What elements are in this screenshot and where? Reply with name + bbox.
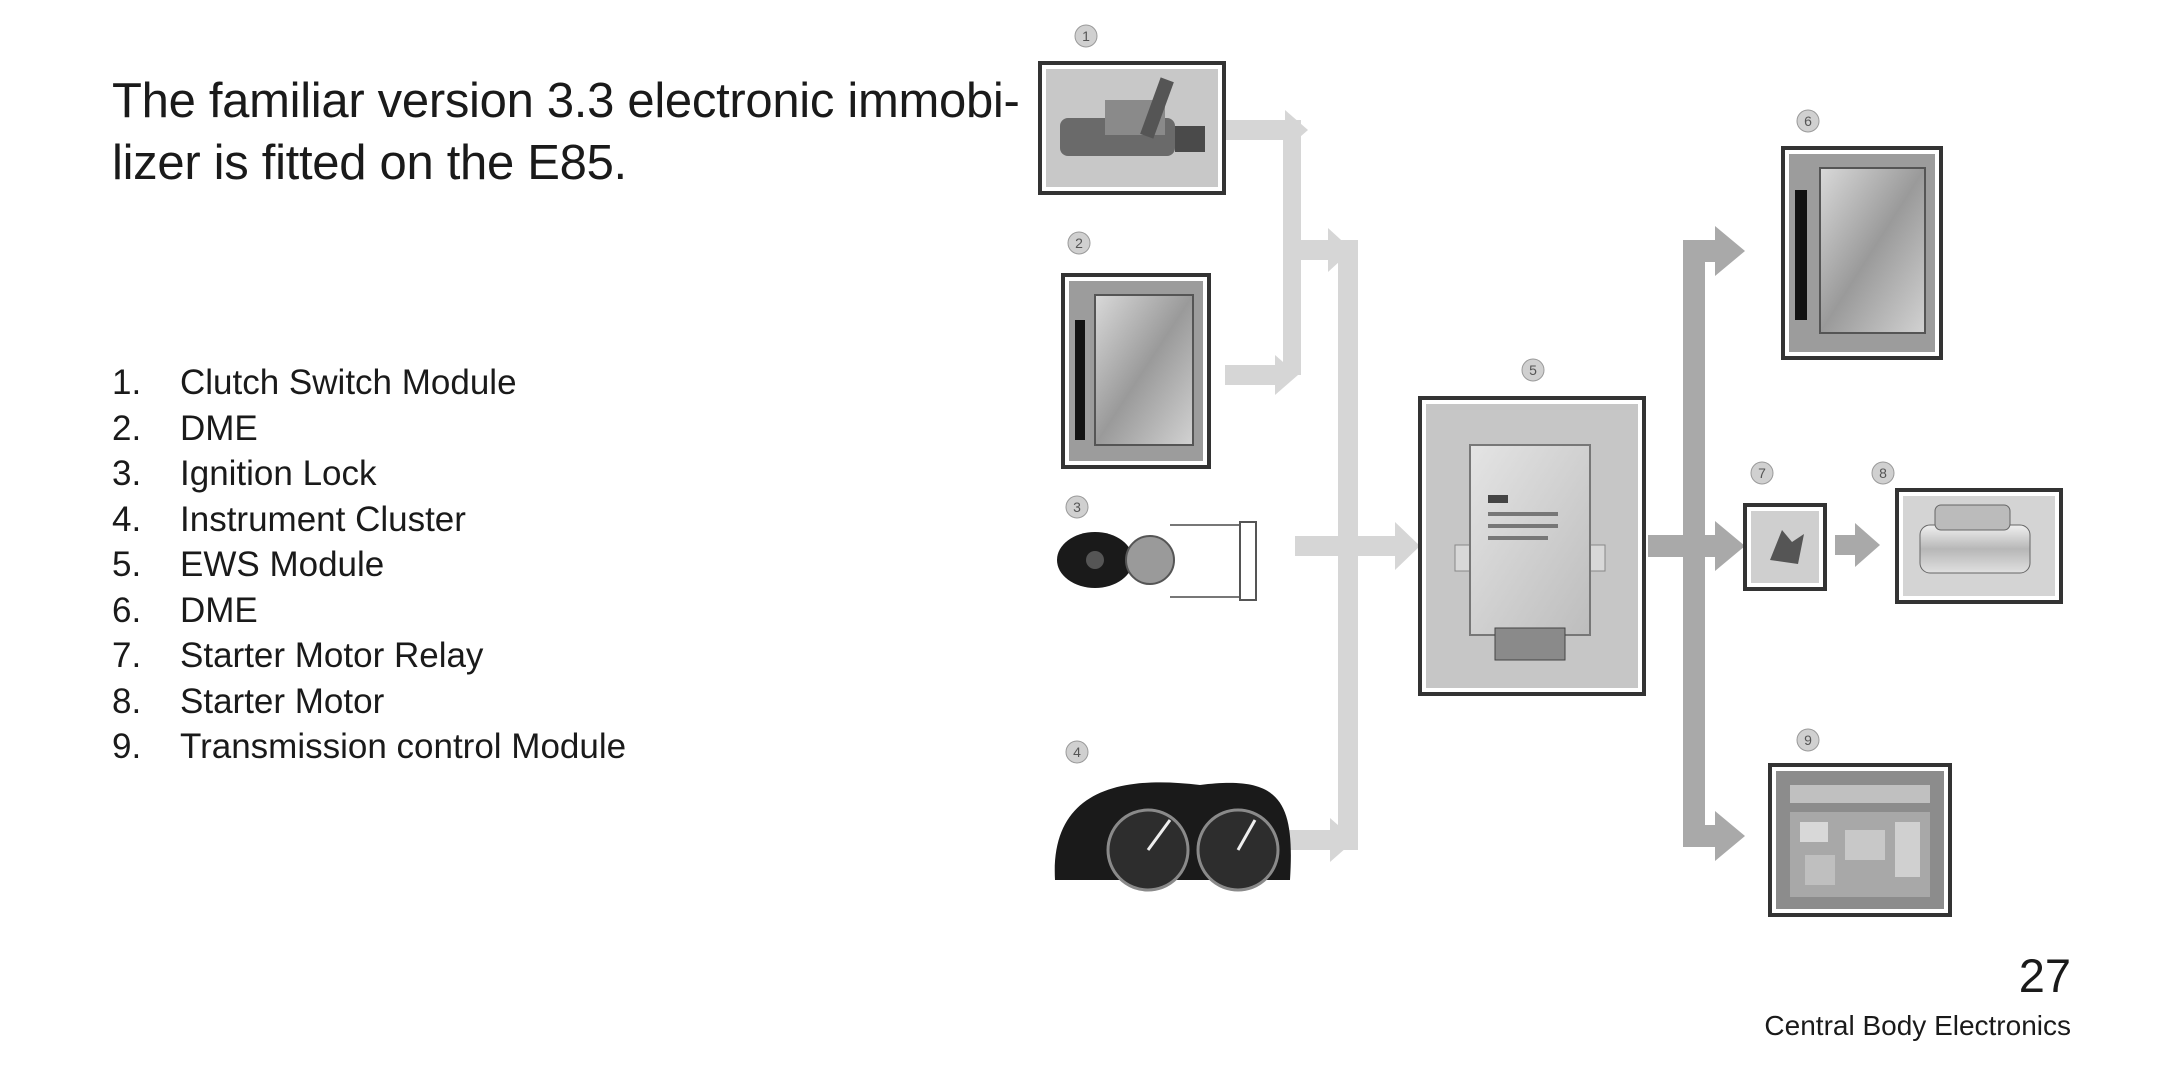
legend-item: 5. EWS Module — [112, 542, 626, 588]
legend-label: Ignition Lock — [180, 454, 377, 493]
badge-5: 5 — [1521, 358, 1545, 382]
legend-label: Clutch Switch Module — [180, 363, 517, 402]
badge-2-label: 2 — [1075, 235, 1083, 251]
legend-label: Transmission control Module — [180, 727, 627, 766]
dme-output-module-image — [1781, 146, 1943, 360]
legend-number: 9. — [112, 727, 142, 766]
badge-7: 7 — [1750, 461, 1774, 485]
output-arrows — [1648, 226, 1880, 861]
badge-1: 1 — [1074, 24, 1098, 48]
legend-number: 8. — [112, 681, 142, 721]
input-arrows — [1225, 110, 1420, 862]
badge-3-label: 3 — [1073, 499, 1081, 515]
starter-motor-image — [1895, 488, 2063, 604]
number-badges: 1 2 3 4 5 6 7 8 9 — [1065, 24, 1895, 764]
legend-item: 4. Instrument Cluster — [112, 497, 626, 543]
badge-9: 9 — [1796, 728, 1820, 752]
legend-number: 2. — [112, 408, 142, 448]
badge-1-label: 1 — [1082, 28, 1090, 44]
badge-3: 3 — [1065, 495, 1089, 519]
legend-label: Starter Motor Relay — [180, 636, 484, 675]
badge-2: 2 — [1067, 231, 1091, 255]
clutch-switch-module-image — [1038, 61, 1226, 195]
legend-number: 5. — [112, 545, 142, 584]
legend-item: 7. Starter Motor Relay — [112, 633, 626, 679]
badge-8-label: 8 — [1879, 465, 1887, 481]
badge-6-label: 6 — [1804, 113, 1812, 129]
ignition-lock-image — [1057, 521, 1257, 601]
legend-label: EWS Module — [180, 545, 385, 584]
instrument-cluster-image — [1054, 782, 1291, 892]
legend-label: DME — [180, 408, 258, 448]
legend-label: Instrument Cluster — [180, 499, 466, 539]
badge-9-label: 9 — [1804, 732, 1812, 748]
legend-item: 8. Starter Motor — [112, 679, 626, 725]
badge-7-label: 7 — [1758, 465, 1766, 481]
legend-item: 3. Ignition Lock — [112, 451, 626, 497]
legend-number: 1. — [112, 363, 142, 402]
legend-item: 9. Transmission control Module — [112, 724, 626, 770]
dme-module-image — [1061, 273, 1211, 469]
badge-6: 6 — [1796, 109, 1820, 133]
footer-title: Central Body Electronics — [1764, 1010, 2071, 1041]
legend-item: 1. Clutch Switch Module — [112, 360, 626, 406]
legend-label: DME — [180, 590, 258, 630]
legend-item: 2. DME — [112, 406, 626, 452]
component-legend: 1. Clutch Switch Module 2. DME 3. Ignition … — [112, 360, 626, 770]
legend-label: Starter Motor — [180, 681, 385, 721]
badge-8: 8 — [1871, 461, 1895, 485]
legend-number: 7. — [112, 636, 142, 675]
transmission-control-module-image — [1768, 763, 1952, 917]
starter-relay-image — [1743, 503, 1827, 591]
legend-item: 6. DME — [112, 588, 626, 634]
intro-text: The familiar version 3.3 electronic immo… — [112, 74, 1020, 190]
legend-number: 3. — [112, 454, 142, 493]
page-number: 27 — [2018, 949, 2071, 1002]
badge-5-label: 5 — [1529, 362, 1537, 378]
badge-4: 4 — [1065, 740, 1089, 764]
ews-module-image — [1418, 396, 1646, 696]
legend-number: 4. — [112, 499, 142, 539]
badge-4-label: 4 — [1073, 744, 1081, 760]
legend-number: 6. — [112, 590, 142, 630]
